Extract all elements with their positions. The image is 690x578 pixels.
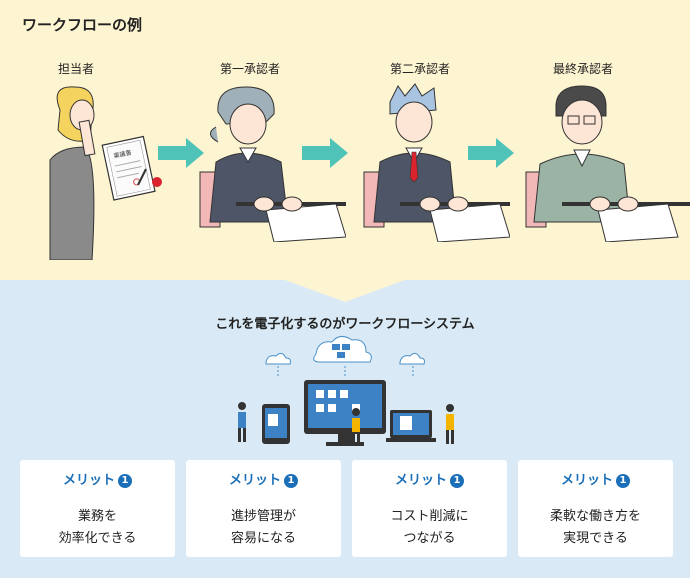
arrow-right-icon — [158, 138, 204, 168]
second-approver-illustration — [363, 83, 510, 242]
system-title: これを電子化するのがワークフローシステム — [215, 317, 475, 332]
arrow-right-icon — [302, 138, 348, 168]
number-badge-icon: 1 — [284, 474, 298, 488]
role-label-final-approver: 最終承認者 — [552, 62, 613, 76]
section-title: ワークフローの例 — [22, 16, 143, 34]
merit-description: 業務を 効率化できる — [58, 509, 137, 546]
staff-illustration: 稟議書 — [49, 86, 162, 260]
seal-icon — [152, 177, 162, 187]
desktop-monitor-icon — [304, 380, 386, 446]
merit-description: コスト削減に つながる — [390, 509, 469, 546]
arrow-right-icon — [468, 138, 514, 168]
role-label-staff: 担当者 — [57, 62, 94, 76]
workflow-example-section: ワークフローの例 担当者 第一承認者 第二承認者 最終承認者 稟議書 — [0, 0, 690, 280]
number-badge-icon: 1 — [118, 474, 132, 488]
final-approver-illustration — [525, 85, 690, 242]
number-badge-icon: 1 — [616, 474, 630, 488]
section-pointer — [285, 280, 405, 302]
merit-description: 柔軟な働き方を 実現できる — [549, 509, 641, 546]
cloud-server-icon — [313, 336, 372, 363]
role-label-first-approver: 第一承認者 — [219, 62, 280, 76]
first-approver-illustration — [199, 86, 346, 242]
role-label-second-approver: 第二承認者 — [389, 62, 450, 76]
laptop-icon — [386, 410, 436, 442]
merit-description: 進捗管理が 容易になる — [230, 509, 296, 546]
number-badge-icon: 1 — [450, 474, 464, 488]
workflow-system-illustration — [238, 336, 454, 446]
document-label: 稟議書 — [113, 148, 132, 160]
tablet-icon — [262, 404, 290, 444]
